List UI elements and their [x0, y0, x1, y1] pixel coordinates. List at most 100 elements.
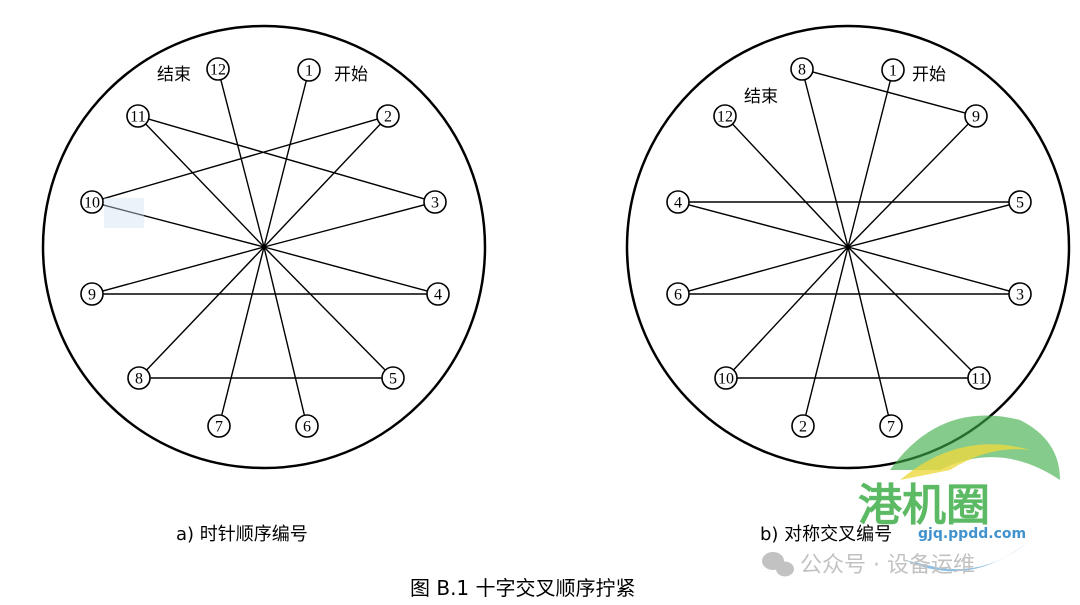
bolt-circle [879, 414, 903, 438]
bolt-marker: 9 [80, 282, 104, 306]
bolt-circle [381, 366, 405, 390]
bolt-number: 8 [135, 371, 143, 388]
bolt-number: 10 [718, 371, 734, 388]
spoke-line [847, 246, 1010, 292]
watermark: 港机圈 gjq.ppdd.com 公众号 · 设备运维 [104, 198, 1060, 578]
bolt-circle [80, 190, 104, 214]
bolt-number: 6 [303, 419, 311, 436]
bolt-circle [666, 190, 690, 214]
bolt-circle [967, 366, 991, 390]
bolt-circle [881, 58, 905, 82]
bolt-circle [791, 414, 815, 438]
start-tag-b: 开始 [912, 65, 946, 85]
spoke-line [220, 79, 265, 248]
spoke-line [688, 246, 849, 292]
bolt-marker: 10 [714, 366, 738, 390]
bolt-circle [964, 104, 988, 128]
spoke-line [847, 204, 1010, 248]
spoke-line [805, 246, 849, 416]
caption-b: b) 对称交叉编号 [760, 524, 892, 545]
bolt-markers-b: 1 9 5 3 11 7 2 10 6 4 12 8 [666, 57, 1032, 438]
tightening-lines-b [688, 71, 1010, 416]
bolt-number: 3 [431, 195, 439, 212]
end-tag-b: 结束 [744, 87, 778, 107]
bolt-marker: 2 [791, 414, 815, 438]
bolt-circle [713, 104, 737, 128]
bolt-marker: 3 [1008, 282, 1032, 306]
bolt-number: 11 [971, 371, 986, 388]
bolt-marker: 8 [790, 57, 814, 81]
spoke-line [102, 246, 265, 292]
bolt-number: 4 [674, 195, 682, 212]
spoke-line [221, 246, 265, 416]
bolt-number: 12 [210, 62, 226, 79]
bolt-circle [1008, 190, 1032, 214]
wechat-icon [762, 552, 794, 577]
bolt-marker: 5 [381, 366, 405, 390]
bolt-number: 8 [798, 62, 806, 79]
chord-line [148, 118, 425, 200]
logo-url: gjq.ppdd.com [918, 526, 1026, 542]
bolt-circle [206, 57, 230, 81]
bolt-number: 9 [88, 287, 96, 304]
spoke-line [263, 123, 381, 248]
bolt-circle [790, 57, 814, 81]
bolt-number: 11 [130, 109, 145, 126]
bolt-marker: 11 [967, 366, 991, 390]
bolt-marker: 12 [206, 57, 230, 81]
bolt-circle [126, 104, 150, 128]
spoke-line [263, 246, 386, 371]
bolt-marker: 7 [879, 414, 903, 438]
bolt-circle [376, 104, 400, 128]
spoke-line [263, 80, 307, 248]
bolt-marker: 11 [126, 104, 150, 128]
spoke-line [732, 246, 849, 371]
bolt-marker: 6 [666, 282, 690, 306]
logo-wave-icon [900, 444, 1030, 480]
tightening-lines-a [102, 79, 428, 416]
bolt-number: 5 [389, 371, 397, 388]
bolt-marker: 10 [80, 190, 104, 214]
end-tag-a: 结束 [157, 65, 191, 85]
bolt-number: 1 [889, 63, 897, 80]
diagram-b: 1 9 5 3 11 7 2 10 6 4 12 8 结束 开始 b) 对称交叉编号 [625, 24, 1071, 545]
bolt-circle [297, 58, 321, 82]
spoke-line [263, 246, 306, 416]
spoke-line [847, 246, 972, 371]
spoke-line [263, 204, 425, 248]
bolt-number: 6 [674, 287, 682, 304]
spoke-line [731, 123, 849, 248]
spoke-line [847, 123, 969, 248]
bolt-circle [207, 414, 231, 438]
bolt-circle [666, 282, 690, 306]
bolt-circle [127, 366, 151, 390]
spoke-line [146, 246, 265, 371]
bolt-marker: 4 [666, 190, 690, 214]
flange-circle-a [41, 24, 487, 470]
flange-circle-b [625, 24, 1071, 470]
bolt-marker: 2 [376, 104, 400, 128]
caption-a: a) 时针顺序编号 [176, 524, 308, 545]
bolt-number: 9 [972, 109, 980, 126]
bolt-marker: 6 [295, 414, 319, 438]
bolt-number: 7 [215, 419, 223, 436]
bolt-circle [423, 190, 447, 214]
bolt-marker: 1 [297, 58, 321, 82]
chord-line [812, 71, 966, 114]
bolt-marker: 4 [426, 282, 450, 306]
bolt-circle [295, 414, 319, 438]
bolt-marker: 7 [207, 414, 231, 438]
watermark-smudge [104, 198, 144, 228]
spoke-line [804, 79, 849, 248]
spoke-line [102, 204, 265, 248]
bolt-number: 7 [887, 419, 895, 436]
watermark-channel: 公众号 · 设备运维 [800, 553, 975, 578]
spoke-line [145, 123, 265, 248]
bolt-marker: 5 [1008, 190, 1032, 214]
chord-line [102, 118, 378, 200]
bolt-number: 4 [434, 287, 442, 304]
bolt-number: 5 [1016, 195, 1024, 212]
bolt-marker: 12 [713, 104, 737, 128]
